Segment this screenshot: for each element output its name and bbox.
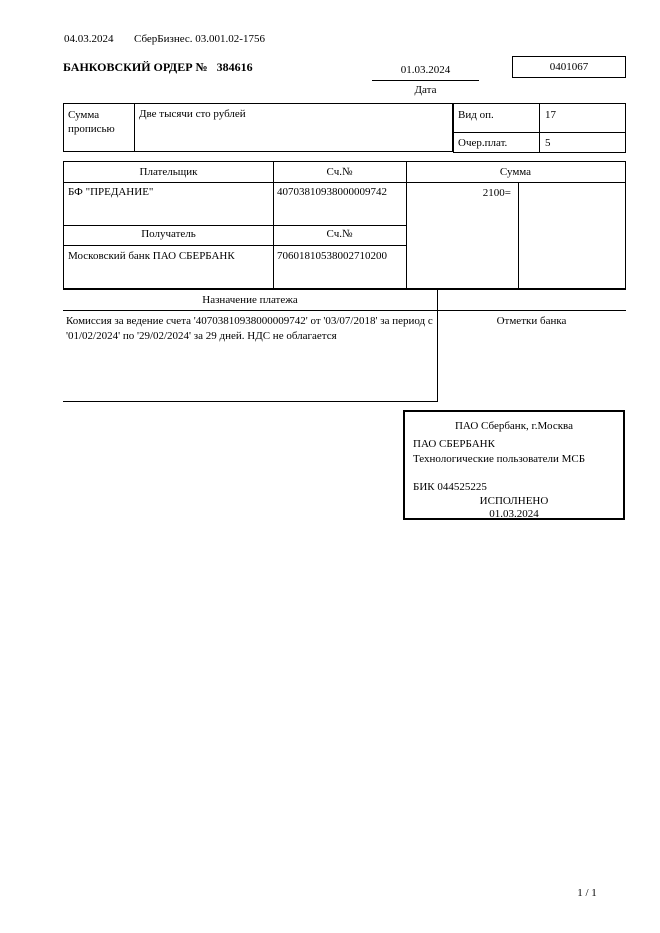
table-border bbox=[63, 310, 626, 311]
table-border bbox=[539, 104, 540, 152]
purpose-section: Назначение платежа Комиссия за ведение с… bbox=[63, 289, 626, 402]
purpose-header: Назначение платежа bbox=[202, 294, 298, 306]
payer-column-header: Плательщик bbox=[139, 166, 198, 178]
form-code: 0401067 bbox=[549, 61, 589, 73]
table-border bbox=[437, 289, 438, 402]
stamp-bank-title: ПАО Сбербанк, г.Москва bbox=[454, 420, 573, 432]
payee-account-column-header: Сч.№ bbox=[326, 228, 353, 240]
order-date: 01.03.2024 bbox=[400, 64, 451, 76]
stamp-bik: БИК 044525225 bbox=[413, 481, 487, 493]
sum-column-header: Сумма bbox=[499, 166, 532, 178]
table-border bbox=[64, 225, 406, 226]
operation-type-label: Вид оп. bbox=[458, 109, 494, 121]
stamp-bank-name: ПАО СБЕРБАНК bbox=[413, 438, 495, 450]
form-code-box: 0401067 bbox=[512, 56, 626, 78]
payee-account: 70601810538002710200 bbox=[277, 250, 387, 262]
document-title: БАНКОВСКИЙ ОРДЕР № 384616 bbox=[63, 60, 253, 75]
date-label: Дата bbox=[414, 84, 437, 96]
operation-type-box: Вид оп. 17 Очер.плат. 5 bbox=[453, 103, 626, 153]
priority-value: 5 bbox=[545, 137, 551, 149]
payee-column-header: Получатель bbox=[141, 228, 196, 240]
table-border bbox=[518, 182, 519, 288]
table-border bbox=[134, 104, 135, 151]
stamp-department: Технологические пользователи МСБ bbox=[413, 453, 586, 465]
amount-in-words-box: Сумма прописью Две тысячи сто рублей bbox=[63, 103, 453, 152]
table-border bbox=[64, 245, 406, 246]
sum-value: 2100= bbox=[482, 187, 511, 199]
payer-account: 40703810938000009742 bbox=[277, 186, 387, 198]
bank-stamp: ПАО Сбербанк, г.Москва ПАО СБЕРБАНК Техн… bbox=[403, 410, 625, 520]
payer-account-column-header: Сч.№ bbox=[326, 166, 353, 178]
document-title-label: БАНКОВСКИЙ ОРДЕР № bbox=[63, 60, 208, 74]
page-indicator: 1 / 1 bbox=[577, 887, 597, 899]
system-label: СберБизнес. 03.001.02-1756 bbox=[134, 33, 265, 45]
order-number: 384616 bbox=[216, 60, 253, 74]
operation-type-value: 17 bbox=[545, 109, 556, 121]
amount-in-words: Две тысячи сто рублей bbox=[139, 108, 246, 120]
payee-name: Московский банк ПАО СБЕРБАНК bbox=[68, 250, 235, 262]
stamp-status: ИСПОЛНЕНО bbox=[479, 495, 549, 507]
print-date: 04.03.2024 bbox=[64, 33, 114, 45]
date-underline bbox=[372, 80, 479, 81]
payer-payee-table: Плательщик Сч.№ Сумма БФ "ПРЕДАНИЕ" 4070… bbox=[63, 161, 626, 289]
amount-label-line1: Сумма bbox=[68, 109, 100, 121]
purpose-text: Комиссия за ведение счета '4070381093800… bbox=[66, 315, 433, 342]
table-border bbox=[406, 162, 407, 288]
table-border bbox=[63, 401, 438, 402]
bank-marks-header: Отметки банка bbox=[496, 315, 567, 327]
table-border bbox=[64, 182, 625, 183]
amount-label-line2: прописью bbox=[68, 123, 115, 135]
table-border bbox=[63, 289, 626, 290]
priority-label: Очер.плат. bbox=[458, 137, 508, 149]
payer-name: БФ "ПРЕДАНИЕ" bbox=[68, 186, 154, 198]
stamp-status-date: 01.03.2024 bbox=[489, 508, 539, 520]
